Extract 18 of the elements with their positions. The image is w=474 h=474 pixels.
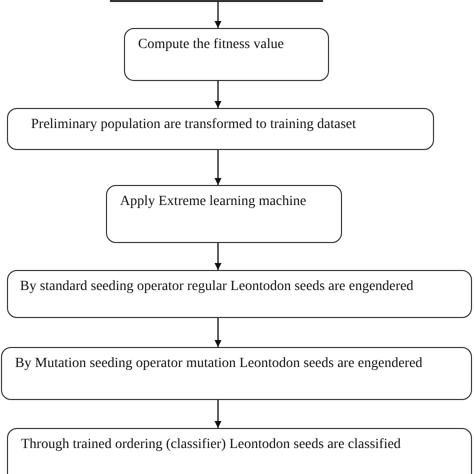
step-text: By standard seeding operator regular Leontodon seeds are engendered — [20, 279, 414, 295]
arrow — [214, 243, 222, 270]
arrow — [214, 2, 222, 28]
process-box — [124, 28, 329, 81]
step-text: Through trained ordering (classifier) Leontodon seeds are classified — [21, 437, 402, 453]
process-box — [1, 347, 472, 400]
arrow — [214, 400, 222, 428]
arrow — [214, 150, 222, 185]
process-box — [7, 270, 472, 318]
step-text: Preliminary population are transformed to training dataset — [31, 117, 358, 133]
process-box — [7, 428, 472, 474]
process-box — [106, 185, 342, 243]
step-text: By Mutation seeding operator mutation Leontodon seeds are engendered — [15, 356, 424, 372]
arrow — [214, 81, 222, 108]
process-box — [7, 108, 434, 150]
arrow — [214, 318, 222, 347]
step-text: Compute the fitness value — [138, 37, 285, 53]
step-text: Apply Extreme learning machine — [120, 194, 308, 210]
